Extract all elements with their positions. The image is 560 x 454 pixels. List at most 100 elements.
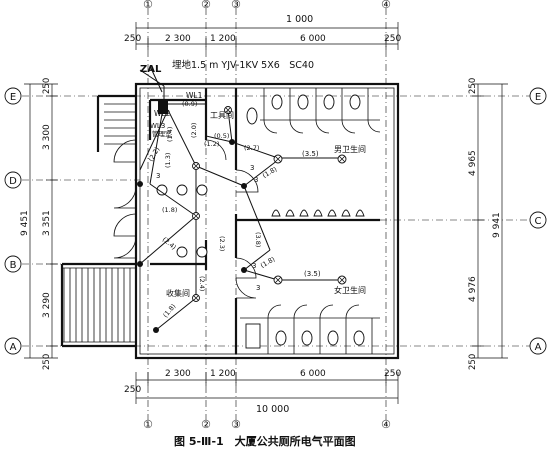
wire-annot-a16: (1.8) [259,255,276,270]
right-seg-4: 250 [468,354,478,370]
light-icon [192,294,200,302]
wire-annot-a7: (3.5) [302,150,319,158]
wire-annot-a15: (3.5) [304,270,321,278]
wire-annotations: (0.9) (1.4) (2.0) (1.2) (0.5) (2.7) (3.5… [147,100,321,319]
wl3-label: WL3 [150,122,165,130]
wire-count-n4: 3 [256,284,260,292]
top-seg-3: 1 200 [210,34,236,44]
light-icon [192,162,200,170]
axis-top-3: ③ [231,0,241,11]
axis-left-e: E [10,92,16,103]
mens-stalls [246,88,381,134]
light-icon [192,212,200,220]
wire-annot-a1: (0.9) [182,100,197,108]
mens-room-label: 男卫生间 [334,144,366,154]
bottom-seg-1: 250 [124,385,141,395]
axis-bottom-4: ④ [381,418,391,431]
bottom-seg-5: 250 [384,369,401,379]
wl1-label: WL1 [186,91,203,100]
wire-annot-a3: (2.0) [190,123,198,138]
top-seg-1: 250 [124,34,141,44]
axis-left-a: A [10,342,17,353]
zal-label: ZAL [140,64,162,75]
bottom-seg-4: 6 000 [300,369,326,379]
incoming-cable-label: 埋地1.5 m YJV-1KV 5X6 SC40 [172,59,314,71]
wire-annot-a10: (1.8) [162,206,177,214]
light-icon [224,106,232,114]
right-seg-3: 4 976 [468,276,478,302]
left-seg-1: 250 [42,78,52,94]
left-seg-3: 3 351 [42,210,52,236]
bottom-total: 10 000 [256,404,289,415]
left-seg-4: 3 290 [42,292,52,318]
doors [113,139,259,299]
axis-left-b: B [10,260,17,271]
wiring [139,103,342,331]
light-icon [337,275,347,285]
wire-annot-a17: (2.4) [198,276,206,291]
top-dimensions: 1 000 250 2 300 1 200 6 000 250 [124,14,401,50]
bottom-dimensions: 250 2 300 1 200 6 000 250 10 000 [124,369,401,415]
left-seg-5: 250 [42,354,52,370]
switches [137,139,247,333]
axis-bubbles-bottom: ① ② ③ ④ [143,418,391,431]
womens-stalls [240,304,380,354]
wire-annot-a14: (3.8) [254,232,262,247]
axis-right-c: C [535,216,542,227]
top-seg-4: 6 000 [300,34,326,44]
storage-room-label: 收集间 [166,288,190,298]
axis-bubbles-right: E C A [529,87,547,355]
wire-annot-a5: (0.5) [214,132,229,140]
right-seg-1: 250 [468,78,478,94]
building-walls [60,82,400,360]
bottom-seg-2: 2 300 [165,369,191,379]
axis-bottom-2: ② [201,418,211,431]
wire-annot-a9: (2.2) [147,146,162,163]
cleaning-room-label: 管理室 [152,129,172,138]
tool-room-label: 工具间 [210,111,234,120]
washbasins [156,184,208,258]
wire-annot-a12: (2.4) [161,235,178,251]
wl2-label: WL2 [154,109,171,118]
wire-annot-a18: (1.8) [161,302,177,319]
light-icon [273,154,283,164]
wire-annot-a2: (1.4) [166,127,174,142]
right-dimensions: 9 941 250 4 965 4 976 250 [468,78,508,370]
axis-bottom-3: ③ [231,418,241,431]
light-icon [337,154,347,164]
axis-right-e: E [535,92,541,103]
axis-top-2: ② [201,0,211,11]
left-seg-2: 3 300 [42,124,52,150]
wire-annot-a8: (1.8) [261,165,278,180]
wire-count-n1: 3 [250,164,254,172]
axis-top-1: ① [143,0,153,11]
light-fixtures [192,106,347,302]
wire-count-n5: 3 [156,172,160,180]
left-total: 9 451 [20,210,30,236]
axis-bottom-1: ① [143,418,153,431]
room-labels: 工具间 男卫生间 女卫生间 收集间 管理室 [152,111,366,298]
axis-bubbles-top: ① ② ③ ④ [143,0,391,11]
wire-count-n3: 3 [252,262,256,270]
wire-annot-a4: (1.2) [204,140,219,148]
right-seg-2: 4 965 [468,150,478,176]
axis-bubbles-left: E D B A [4,87,22,355]
top-total: 1 000 [286,14,313,25]
right-total: 9 941 [492,212,502,238]
light-icon [273,275,283,285]
wire-annot-a13: (2.3) [218,236,226,251]
wire-annot-a6: (2.7) [244,144,259,152]
womens-room-label: 女卫生间 [334,285,366,295]
distribution-board: ZAL 埋地1.5 m YJV-1KV 5X6 SC40 WL1 WL2 WL3 [139,59,314,130]
stairs-lower [62,267,136,343]
bottom-seg-3: 1 200 [210,369,236,379]
left-dimensions: 9 451 250 3 300 3 351 3 290 250 [20,78,58,370]
axis-right-a: A [535,342,542,353]
wire-count-n2: 3 [254,176,258,184]
mens-urinals [271,209,365,217]
top-seg-2: 2 300 [165,34,191,44]
figure-caption: 图 5-Ⅲ-1 大厦公共厕所电气平面图 [174,434,356,448]
stairs-upper [104,103,136,145]
wire-annot-a11: (1.3) [164,153,172,168]
